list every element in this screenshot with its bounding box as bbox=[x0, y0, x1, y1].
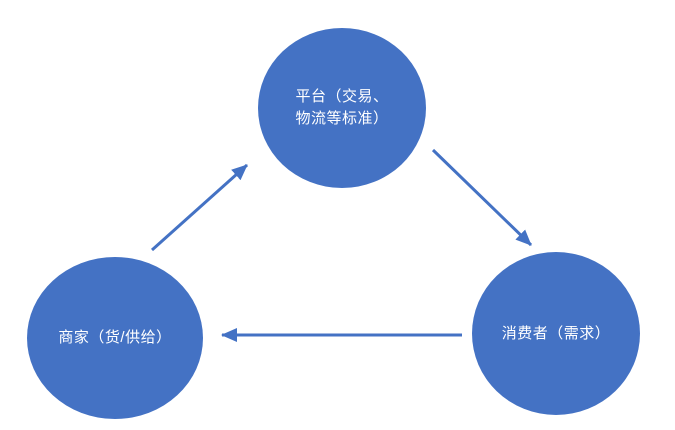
node-platform-label-line1: 平台（交易、 bbox=[295, 88, 389, 105]
node-consumer: 消费者（需求） bbox=[472, 252, 640, 415]
node-platform-label: 平台（交易、 物流等标准） bbox=[295, 86, 388, 130]
node-consumer-label-text: 消费者（需求） bbox=[501, 324, 611, 342]
arrow-platform-to-consumer bbox=[431, 148, 533, 247]
node-merchant: 商家（货/供给） bbox=[27, 257, 203, 419]
node-platform-label-line2: 物流等标准） bbox=[295, 110, 389, 127]
node-merchant-label-text: 商家（货/供给） bbox=[58, 329, 172, 346]
node-merchant-label: 商家（货/供给） bbox=[58, 327, 171, 349]
node-platform: 平台（交易、 物流等标准） bbox=[258, 28, 426, 188]
arrow-merchant-to-platform bbox=[150, 163, 249, 252]
node-consumer-label: 消费者（需求） bbox=[502, 323, 611, 345]
